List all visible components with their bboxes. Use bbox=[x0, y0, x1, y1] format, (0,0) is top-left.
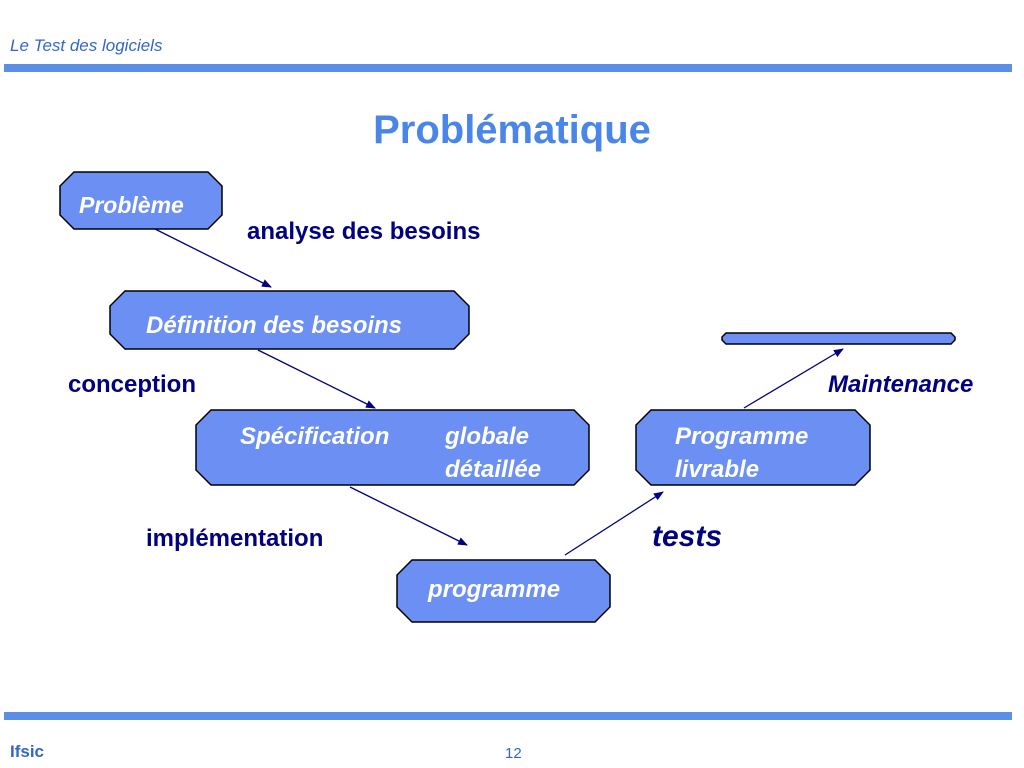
node-definition-besoins bbox=[109, 290, 470, 350]
label-maintenance: Maintenance bbox=[828, 371, 974, 398]
node-maintenance-bar bbox=[721, 332, 956, 345]
label-conception: conception bbox=[68, 371, 197, 398]
label-analyse-besoins: analyse des besoins bbox=[247, 218, 481, 245]
node-spec-globale-label: globale bbox=[445, 423, 530, 450]
node-definition-label: Définition des besoins bbox=[146, 312, 403, 339]
arrow-programme-to-livrable bbox=[564, 491, 664, 556]
footer-org: Ifsic bbox=[10, 742, 45, 761]
node-programme-livrable bbox=[635, 409, 871, 486]
header-rule bbox=[4, 64, 1012, 72]
header-title: Le Test des logiciels bbox=[10, 36, 163, 55]
node-probleme-label: Problème bbox=[79, 192, 184, 218]
arrow-definition-to-specification bbox=[257, 349, 376, 409]
node-livrable-line2: livrable bbox=[675, 456, 760, 483]
footer-rule bbox=[4, 712, 1012, 720]
footer-page-number: 12 bbox=[505, 745, 522, 762]
page-title: Problématique bbox=[373, 108, 651, 152]
node-probleme bbox=[59, 171, 223, 230]
node-spec-detaillee-label: détaillée bbox=[445, 456, 542, 483]
arrow-specification-to-programme bbox=[349, 486, 468, 546]
label-implementation: implémentation bbox=[146, 525, 324, 552]
node-specification-label: Spécification bbox=[240, 423, 390, 450]
arrow-livrable-to-maintenance bbox=[743, 348, 844, 409]
node-specification bbox=[195, 409, 590, 486]
node-programme-label: programme bbox=[428, 576, 561, 603]
label-tests: tests bbox=[652, 520, 723, 553]
arrow-probleme-to-definition bbox=[154, 228, 272, 288]
node-livrable-line1: Programme bbox=[675, 423, 809, 450]
node-programme bbox=[396, 559, 611, 623]
